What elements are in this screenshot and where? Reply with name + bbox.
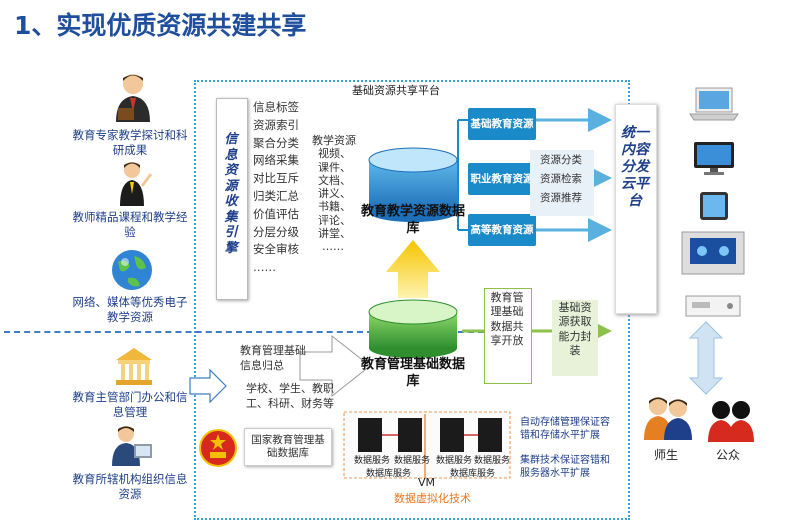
- management-database-label: 教育管理基础数据库: [360, 357, 465, 389]
- national-database-box: [244, 428, 332, 466]
- management-info-label: 教育管理基础信息归总: [240, 344, 306, 372]
- management-share-label: 教育管理基础数据共享开放: [490, 291, 524, 348]
- teaching-resource-item: 视频、: [318, 147, 351, 161]
- collection-item: 分层分级: [253, 224, 299, 239]
- collection-item: 归类汇总: [253, 188, 299, 203]
- collection-item: 信息标签: [253, 100, 299, 114]
- source-label-authorities: 教育主管部门办公和信息管理: [72, 390, 188, 419]
- basic-education-resource-button[interactable]: 基础教育资源: [468, 108, 536, 140]
- teaching-resource-item: 文档、: [318, 173, 351, 187]
- user-label-public: 公众: [716, 448, 741, 462]
- source-label-teachers: 教师精品课程和教学经验: [72, 210, 188, 239]
- teaching-resource-list: 教学资源 视频、 课件、 文档、 讲义、 书籍、 评论、 讲堂、 ……: [312, 134, 356, 254]
- public-users-icon: [708, 401, 754, 442]
- server-label-data-service: 数据服务: [394, 456, 431, 466]
- media-player-icon: [681, 231, 745, 275]
- page-title: 1、实现优质资源共建共享: [14, 11, 307, 40]
- national-emblem-icon: [199, 429, 237, 467]
- teaching-resource-item: 书籍、: [318, 200, 351, 214]
- source-label-institutions: 教育所辖机构组织信息资源: [72, 472, 188, 501]
- teacher-pointing-icon: [120, 162, 152, 206]
- platform-title: 基础资源共享平台: [348, 82, 444, 98]
- teaching-resource-item: 课件、: [318, 160, 351, 174]
- management-share-box: [484, 288, 532, 384]
- services-list: 资源分类 资源检索 资源推荐: [540, 151, 582, 208]
- note-storage: 自动存储管理保证容错和存储水平扩展: [520, 417, 610, 441]
- teachers-students-icon: [644, 397, 692, 440]
- collection-item: 聚合分类: [253, 135, 299, 150]
- collection-item: 安全审核: [253, 242, 299, 257]
- teaching-resource-item: 教学资源: [312, 134, 356, 147]
- monitor-icon: [694, 142, 734, 175]
- collection-item: 网络采集: [253, 153, 299, 168]
- collection-item: 对比互斥: [253, 171, 299, 186]
- tablet-icon: [700, 192, 728, 220]
- server-label-db-service: 数据库服务: [366, 469, 412, 479]
- service-item: 资源推荐: [540, 192, 582, 204]
- server-label-data-service: 数据服务: [436, 456, 473, 466]
- virtualization-label: 数据虚拟化技术: [394, 492, 471, 505]
- expert-businessman-icon: [116, 74, 150, 122]
- service-item: 资源检索: [540, 173, 582, 185]
- teaching-resource-item: 讲堂、: [318, 227, 351, 241]
- teaching-database-label: 教育教学资源数据库: [360, 204, 465, 236]
- teaching-resource-item: ……: [322, 240, 344, 254]
- vm-label: VM: [418, 476, 436, 489]
- collection-engine-title: 信息资源收集引擎: [224, 132, 238, 256]
- services-box: [530, 150, 594, 216]
- higher-education-resource-button[interactable]: 高等教育资源: [468, 214, 536, 246]
- server-label-db-service: 数据库服务: [450, 469, 496, 479]
- collection-item: ……: [253, 260, 276, 275]
- collection-list: 信息标签 资源索引 聚合分类 网络采集 对比互斥 归类汇总 价值评估 分层分级 …: [253, 99, 299, 277]
- entities-label: 学校、学生、教职工、科研、财务等: [246, 382, 334, 410]
- server-label-data-service: 数据服务: [474, 456, 511, 466]
- service-item: 资源分类: [540, 154, 582, 166]
- laptop-icon: [689, 87, 739, 121]
- source-label-experts: 教育专家教学探讨和科研成果: [72, 128, 188, 157]
- set-top-box-icon: [685, 295, 741, 317]
- teaching-resource-item: 评论、: [318, 213, 351, 227]
- capability-label: 基础资源获取能力封装: [558, 301, 592, 358]
- note-cluster: 集群技术保证容错和服务器水平扩展: [520, 455, 610, 479]
- capability-box: [552, 300, 598, 376]
- computer-user-icon: [112, 426, 152, 466]
- cloud-platform-label: 统一内容分发云平台: [621, 125, 649, 209]
- separator-line: [4, 331, 484, 333]
- government-building-icon: [116, 348, 152, 385]
- vocational-education-resource-button[interactable]: 职业教育资源: [468, 163, 536, 195]
- collection-item: 价值评估: [253, 206, 299, 221]
- cloud-platform-bar: [615, 104, 657, 314]
- teaching-resource-item: 讲义、: [318, 187, 351, 201]
- source-label-media: 网络、媒体等优秀电子教学资源: [72, 295, 188, 324]
- national-database-label: 国家教育管理基础数据库: [251, 434, 325, 459]
- collection-item: 资源索引: [253, 117, 299, 132]
- collection-engine-box: [216, 98, 248, 300]
- globe-icon: [112, 250, 152, 290]
- server-label-data-service: 数据服务: [354, 456, 391, 466]
- user-label-teachers-students: 师生: [654, 448, 679, 462]
